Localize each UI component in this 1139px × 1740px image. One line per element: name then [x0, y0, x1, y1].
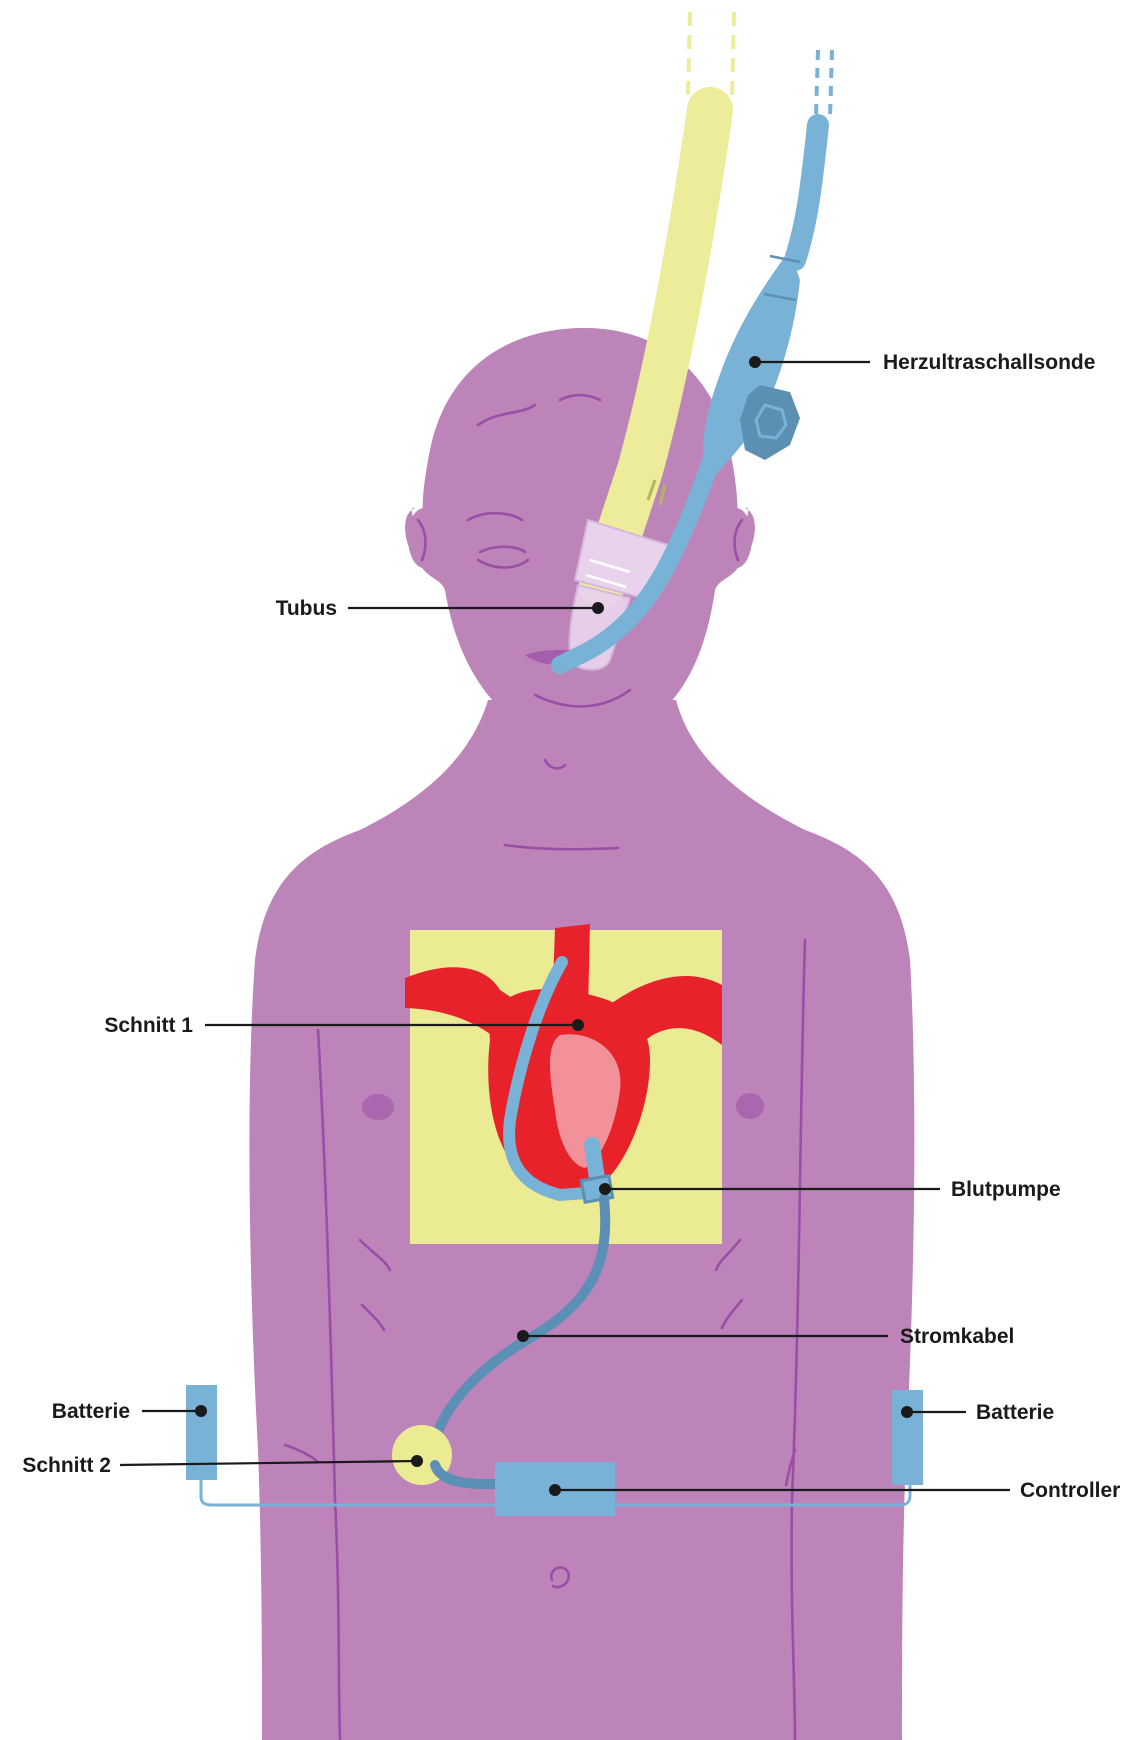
label-cut1: Schnitt 1 [104, 1014, 193, 1037]
label-cut2: Schnitt 2 [22, 1454, 111, 1477]
battery-left [186, 1385, 217, 1480]
probe-dashes [816, 50, 832, 118]
label-battery-right: Batterie [976, 1401, 1054, 1424]
tube-dashes [688, 12, 734, 100]
label-cable: Stromkabel [900, 1325, 1014, 1348]
head [405, 328, 755, 737]
label-controller: Controller [1020, 1479, 1120, 1502]
label-tube: Tubus [276, 597, 337, 620]
probe-knob [740, 385, 800, 460]
label-probe: Herzultraschallsonde [883, 351, 1095, 374]
callout-battery-left [142, 1405, 207, 1417]
probe-cable-upper [795, 125, 818, 260]
battery-right [892, 1390, 923, 1485]
right-nipple [736, 1093, 764, 1119]
callout-battery-right [901, 1406, 966, 1418]
label-pump: Blutpumpe [951, 1178, 1061, 1201]
label-battery-left: Batterie [52, 1400, 130, 1423]
left-nipple [362, 1094, 394, 1120]
